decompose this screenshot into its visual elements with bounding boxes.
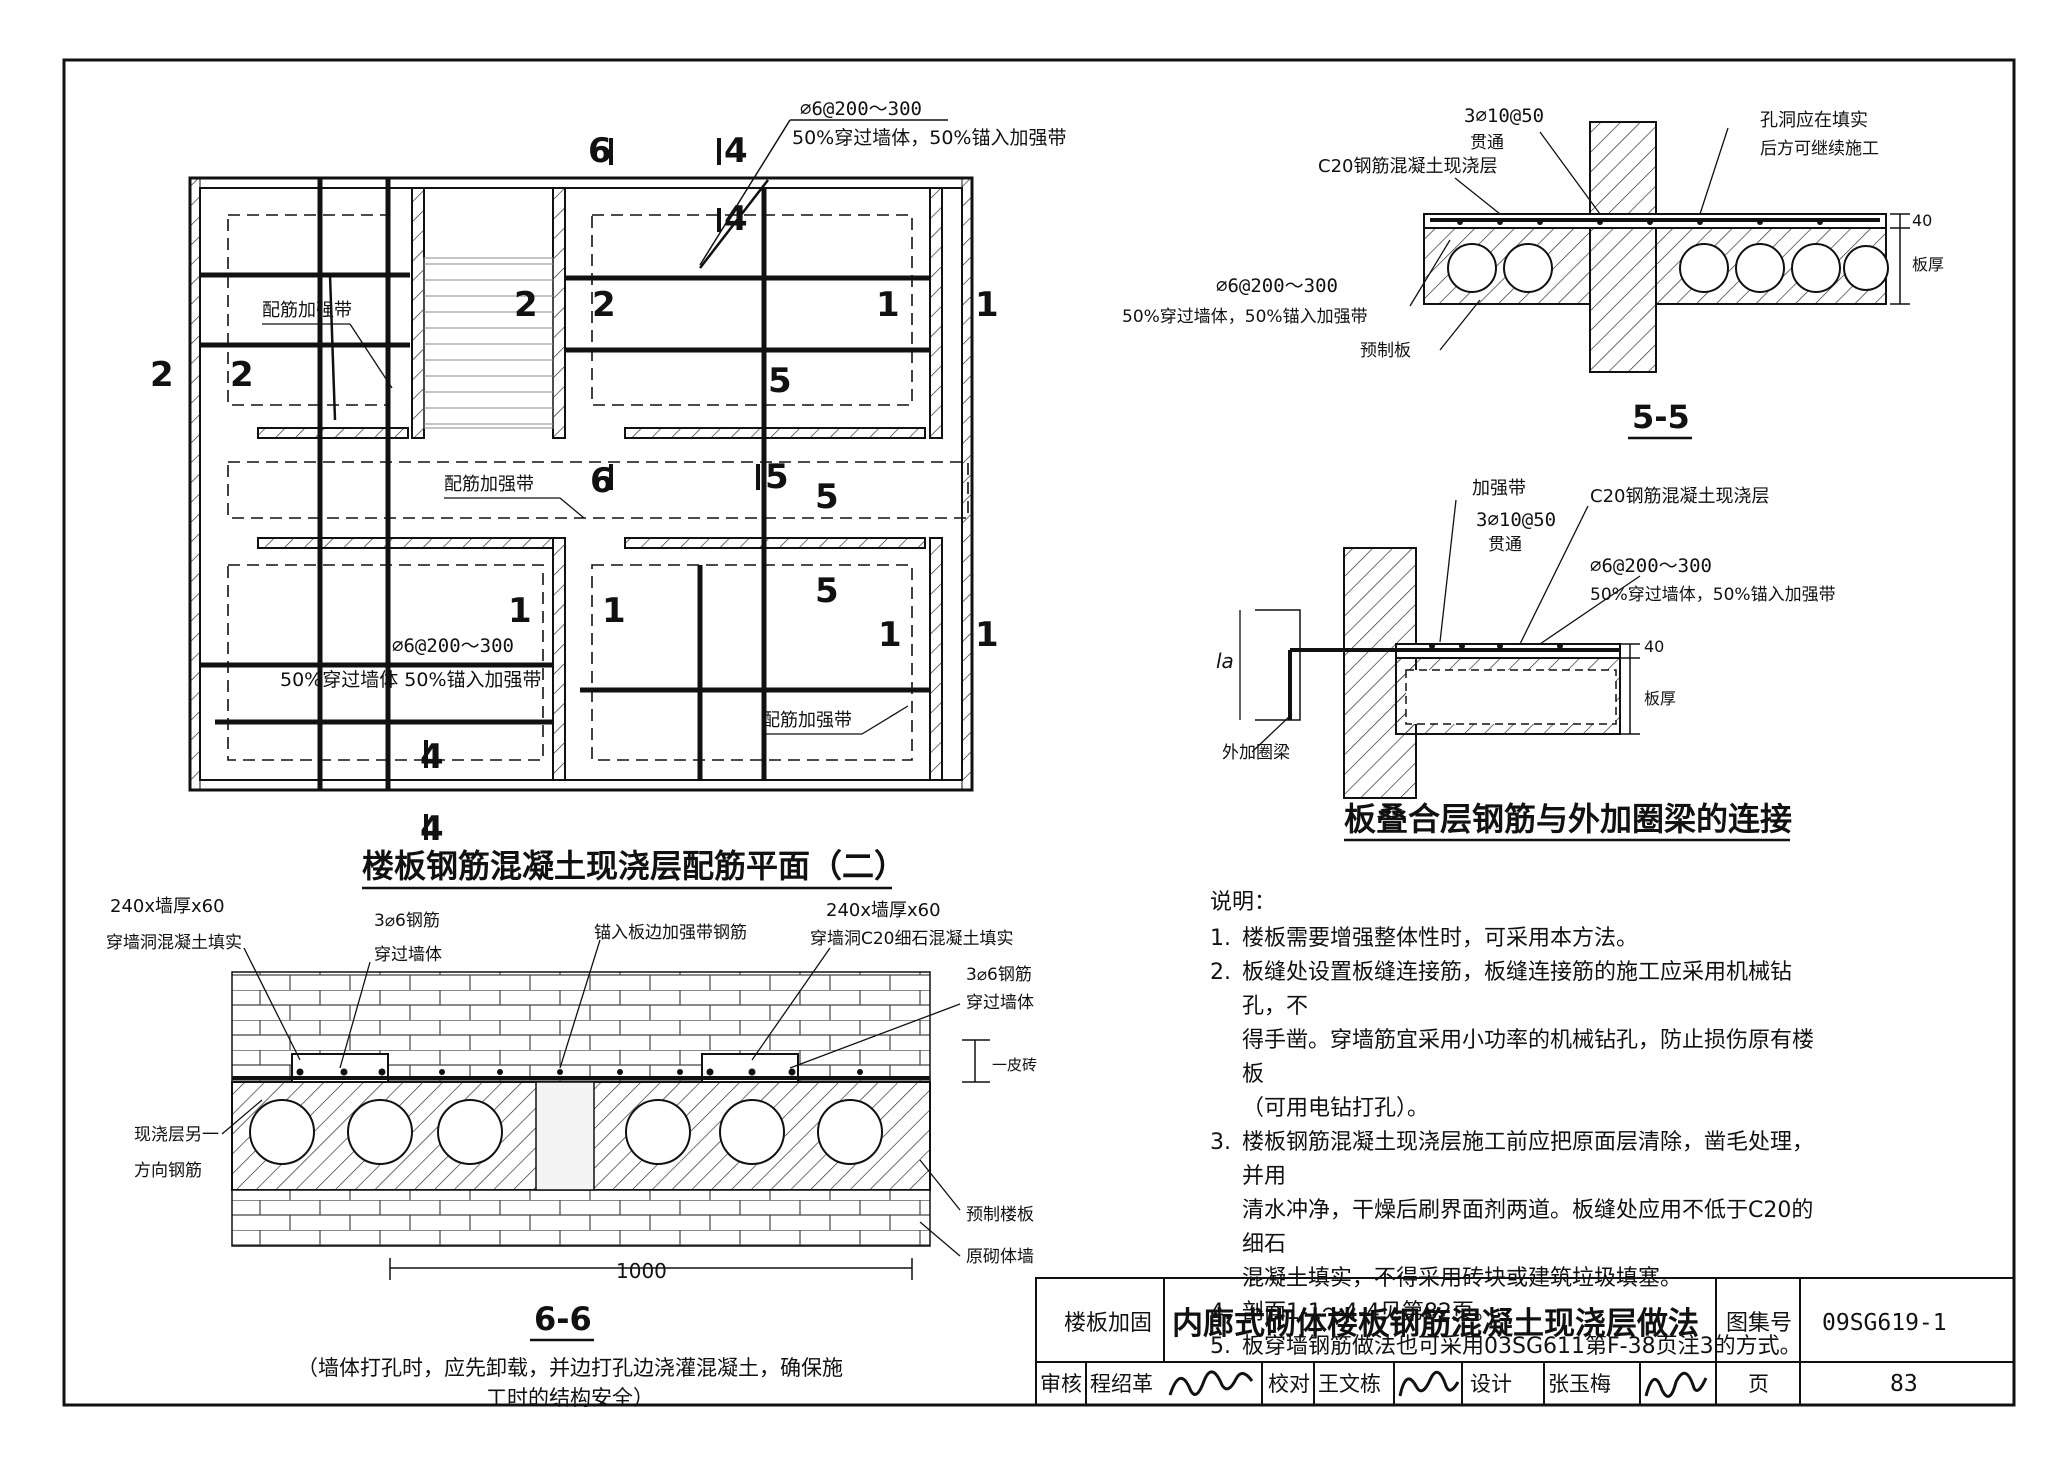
rb-rebar: ⌀6@200～300: [1590, 555, 1712, 577]
s55-hole-sub: 后方可继续施工: [1760, 139, 1879, 159]
section-marks: 6 4 4 2 2 2 2 1 1 5 6 5 5 5 1 1 1 1 4 4: [150, 131, 999, 849]
section-5-5: [1409, 121, 1910, 373]
s66-right-2: 穿墙洞C20细石混凝土填实: [810, 929, 1014, 949]
sec-mark-4: 4: [724, 131, 748, 171]
tb-design-name: 张玉梅: [1548, 1372, 1611, 1396]
tb-design-label: 设计: [1470, 1372, 1512, 1396]
rb-topbar: 3⌀10@50: [1476, 509, 1556, 531]
plan-rebar-top: ⌀6@200～300: [800, 98, 922, 120]
s66-bar1: 3⌀6钢筋: [374, 911, 440, 931]
s66-left-1: 240x墙厚x60: [110, 896, 225, 917]
rb-la: la: [1216, 649, 1234, 673]
sec-mark-6: 6: [588, 131, 612, 171]
tb-atlas-no: 09SG619-1: [1822, 1310, 1947, 1336]
check-signature: [1398, 1370, 1460, 1397]
plan-rebar-top-note: 50%穿过墙体，50%锚入加强带: [792, 127, 1066, 149]
s66-precast: 预制楼板: [966, 1205, 1034, 1225]
s66-bar1-sub: 穿过墙体: [374, 945, 442, 965]
s66-right-1: 240x墙厚x60: [826, 900, 941, 921]
s55-dim-40: 40: [1912, 211, 1932, 230]
band-label-2: 配筋加强带: [444, 474, 534, 495]
sec-mark-2: 2: [230, 355, 254, 395]
rb-beam: 外加圈梁: [1222, 743, 1290, 763]
s55-rebar-sub: 50%穿过墙体，50%锚入加强带: [1122, 307, 1368, 327]
band-label-1: 配筋加强带: [262, 300, 352, 321]
sec-mark-4: 4: [420, 737, 444, 777]
s66-wall: 原砌体墙: [966, 1247, 1034, 1267]
s55-topbar: 3⌀10@50: [1464, 105, 1544, 127]
note-item: 5. 板穿墙钢筋做法也可采用03SG611第F-38页注3的方式。: [1210, 1334, 1802, 1359]
rb-band: 加强带: [1472, 478, 1526, 499]
s66-title: 6-6: [534, 1300, 592, 1338]
s66-brick: 一皮砖: [992, 1056, 1037, 1074]
rb-layer: C20钢筋混凝土现浇层: [1590, 486, 1769, 507]
note-item: 2. 板缝处设置板缝连接筋，板缝连接筋的施工应采用机械钻孔，不 得手凿。穿墙筋宜…: [1210, 960, 1815, 1121]
s55-precast: 预制板: [1360, 341, 1411, 361]
s55-title: 5-5: [1632, 398, 1690, 436]
tb-review-name: 程绍革: [1090, 1372, 1153, 1396]
floor-plan: [188, 138, 974, 840]
sec-mark-1: 1: [602, 591, 626, 631]
note-item: 1. 楼板需要增强整体性时，可采用本方法。: [1210, 926, 1639, 951]
design-signature: [1644, 1371, 1708, 1398]
tb-title: 内廊式砌体楼板钢筋混凝土现浇层做法: [1172, 1306, 1699, 1342]
sec-mark-1: 1: [878, 615, 902, 655]
tb-atlas-label: 图集号: [1726, 1311, 1792, 1336]
s66-bar2: 3⌀6钢筋: [966, 965, 1032, 985]
s55-layer: C20钢筋混凝土现浇层: [1318, 156, 1497, 177]
rb-dim-40: 40: [1644, 637, 1664, 656]
s66-anchor: 锚入板边加强带钢筋: [594, 923, 747, 943]
s55-topbar-sub: 贯通: [1470, 133, 1504, 153]
plan-title: 楼板钢筋混凝土现浇层配筋平面（二）: [362, 847, 906, 885]
rb-rebar-sub: 50%穿过墙体，50%锚入加强带: [1590, 585, 1836, 605]
review-signature: [1168, 1370, 1254, 1396]
notes: 说明： 1. 楼板需要增强整体性时，可采用本方法。 2. 板缝处设置板缝连接筋，…: [1210, 886, 1830, 1364]
tb-review-label: 审核: [1040, 1372, 1082, 1396]
rb-topbar-sub: 贯通: [1488, 535, 1522, 555]
sec-mark-5: 5: [815, 477, 839, 517]
s55-hole: 孔洞应在填实: [1760, 110, 1868, 131]
sec-mark-5: 5: [765, 457, 789, 497]
sec-mark-2: 2: [592, 285, 616, 325]
tb-page-no: 83: [1890, 1371, 1918, 1397]
notes-heading: 说明：: [1210, 890, 1277, 915]
sec-mark-4: 4: [420, 809, 444, 849]
band-label-3: 配筋加强带: [762, 710, 852, 731]
tb-page-label: 页: [1748, 1372, 1769, 1396]
s66-dim-1000: 1000: [616, 1259, 667, 1283]
tb-category: 楼板加固: [1064, 1311, 1152, 1336]
title-block: [1035, 1277, 2015, 1406]
tb-check-name: 王文栋: [1318, 1372, 1381, 1396]
ringbeam-detail: [1239, 499, 1641, 799]
s66-left-2: 穿墙洞混凝土填实: [106, 933, 242, 953]
rb-dim-thick: 板厚: [1644, 689, 1676, 708]
rb-title: 板叠合层钢筋与外加圈梁的连接: [1344, 800, 1792, 838]
s55-dim-thick: 板厚: [1912, 255, 1944, 274]
s66-caption: （墙体打孔时，应先卸载，并边打孔边浇灌混凝土，确保施工时的结构安全）: [297, 1356, 843, 1410]
sec-mark-1: 1: [975, 615, 999, 655]
tb-check-label: 校对: [1268, 1372, 1310, 1396]
sec-mark-1: 1: [975, 285, 999, 325]
sec-mark-5: 5: [815, 571, 839, 611]
plan-rebar-mid-note: 50%穿过墙体 50%锚入加强带: [280, 669, 542, 691]
note-item: 3. 楼板钢筋混凝土现浇层施工前应把原面层清除，凿毛处理，并用 清水冲净，干燥后…: [1210, 1130, 1815, 1291]
note-item: 4. 剖面1-1～4-4见第82页。: [1210, 1300, 1496, 1325]
s55-rebar: ⌀6@200～300: [1216, 275, 1338, 297]
sec-mark-1: 1: [508, 591, 532, 631]
sec-mark-4: 4: [724, 199, 748, 239]
s66-cast: 现浇层另一: [134, 1125, 219, 1145]
plan-rebar-mid: ⌀6@200～300: [392, 635, 514, 657]
sec-mark-1: 1: [876, 285, 900, 325]
s66-bar2-sub: 穿过墙体: [966, 993, 1034, 1013]
sec-mark-2: 2: [514, 285, 538, 325]
section-6-6: [221, 939, 990, 1280]
sec-mark-2: 2: [150, 355, 174, 395]
s66-cast-sub: 方向钢筋: [134, 1161, 202, 1181]
sec-mark-5: 5: [768, 361, 792, 401]
sec-mark-6: 6: [590, 461, 614, 501]
